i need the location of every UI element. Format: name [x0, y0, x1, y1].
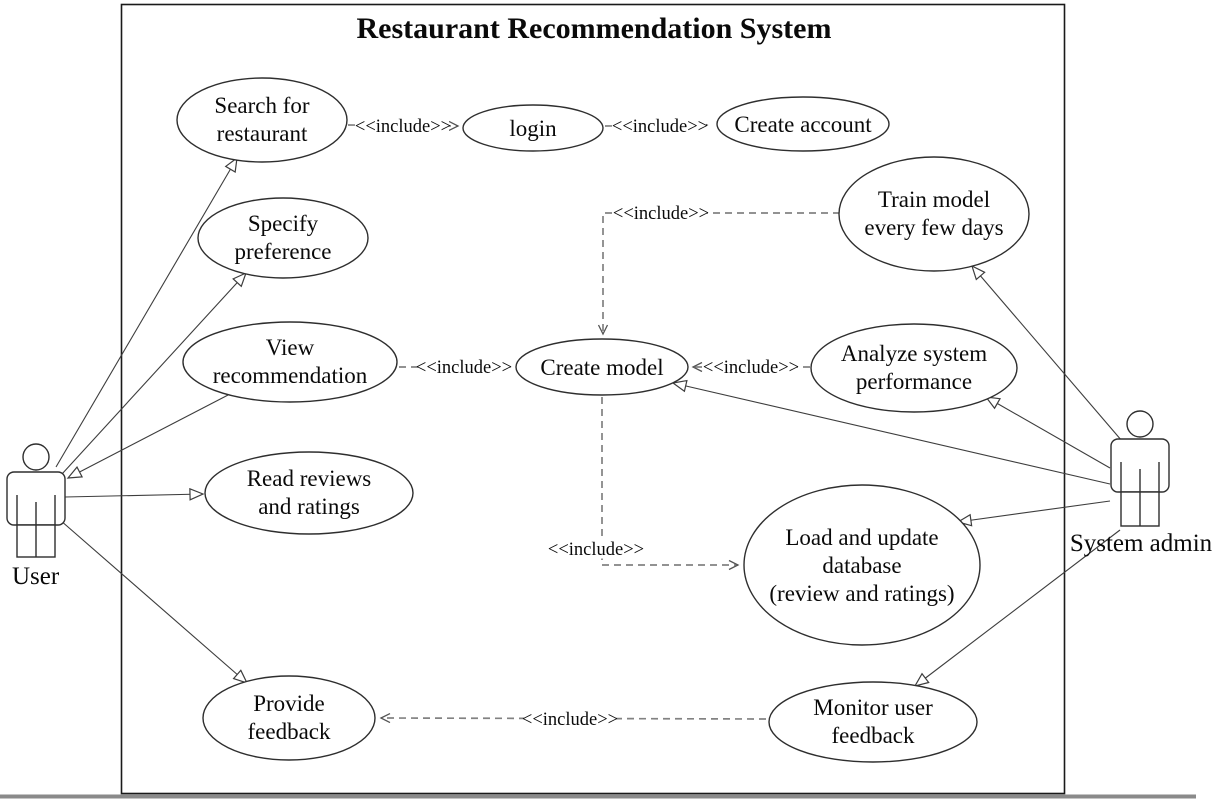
usecase-label: Search for — [214, 93, 309, 118]
usecase-ellipse — [716, 96, 890, 152]
assoc-user-read-reviews — [64, 487, 205, 501]
usecase-ellipse — [743, 484, 981, 646]
usecase-label: Provide — [253, 691, 325, 716]
assoc-user-provide-feedback — [59, 519, 249, 685]
usecase-ellipse — [768, 681, 978, 763]
usecase-ellipse — [202, 675, 376, 761]
diagram-title: Restaurant Recommendation System — [357, 12, 832, 45]
usecase-label: every few days — [864, 215, 1003, 240]
usecase-label: Load and update — [785, 525, 938, 550]
include-label: <<include>> — [416, 358, 512, 378]
usecase-label: Monitor user — [813, 695, 933, 720]
actor-label: User — [12, 563, 60, 590]
actor-user: User — [6, 443, 66, 590]
assoc-admin-analyze-performance — [984, 396, 1111, 469]
usecase-ellipse — [176, 77, 348, 163]
include-label: <<include>> — [613, 204, 709, 224]
assoc-admin-train-model — [970, 264, 1123, 442]
assoc-admin-load-database — [956, 500, 1111, 527]
person-icon — [6, 443, 66, 558]
usecase-specify-preference: Specify preference — [197, 197, 369, 279]
include-label: <<include>> — [522, 710, 618, 730]
usecase-monitor-user-feedback: Monitor user feedback — [768, 681, 978, 763]
assoc-user-search — [55, 156, 238, 468]
usecase-label: feedback — [248, 719, 331, 744]
usecase-label: performance — [856, 369, 972, 394]
usecase-ellipse — [197, 197, 369, 279]
usecase-label: Specify — [248, 211, 319, 236]
usecase-view-recommendation: View recommendation — [182, 321, 398, 403]
usecase-label: Create model — [540, 355, 663, 380]
usecase-ellipse — [810, 323, 1018, 413]
usecase-read-reviews-and-ratings: Read reviews and ratings — [204, 451, 414, 535]
include-label: <<include>> — [703, 358, 799, 378]
person-icon — [1110, 410, 1170, 527]
usecase-label: Read reviews — [247, 466, 372, 491]
usecase-label: and ratings — [258, 494, 360, 519]
usecase-label: login — [509, 116, 557, 141]
include-label: <<include>> — [355, 117, 451, 137]
assoc-admin-monitor-feedback — [913, 529, 1121, 687]
usecase-label: (review and ratings) — [769, 581, 954, 606]
include-create-model-load-database — [601, 397, 740, 571]
assoc-view-recommendation-user — [66, 393, 231, 479]
usecase-ellipse — [182, 321, 398, 403]
usecase-label: Analyze system — [841, 341, 987, 366]
usecase-label: recommendation — [213, 363, 368, 388]
usecase-ellipse — [462, 104, 604, 152]
include-train-model-create-model — [597, 212, 840, 336]
usecase-ellipse — [204, 451, 414, 535]
usecase-label: database — [822, 553, 901, 578]
include-label: <<include>> — [548, 540, 644, 560]
usecase-ellipse — [515, 338, 689, 396]
assoc-admin-create-model — [671, 379, 1111, 485]
usecase-analyze-system-performance: Analyze system performance — [810, 323, 1018, 413]
usecase-label: preference — [234, 239, 331, 264]
usecase-create-model: Create model — [515, 338, 689, 396]
usecase-login: login — [462, 104, 604, 152]
actor-system-admin: System admin — [1070, 410, 1213, 557]
system-boundary — [120, 3, 1066, 795]
usecase-label: View — [266, 335, 315, 360]
usecase-load-and-update-database: Load and update database (review and rat… — [743, 484, 981, 646]
include-label: <<include>> — [612, 117, 708, 137]
usecase-train-model: Train model every few days — [838, 156, 1030, 272]
usecase-search-for-restaurant: Search for restaurant — [176, 77, 348, 163]
usecase-label: feedback — [832, 723, 915, 748]
include-label-group: <<include>> <<include>> <<include>> <<in… — [355, 116, 799, 730]
usecase-label: Train model — [878, 187, 990, 212]
assoc-user-specify-preference — [61, 271, 248, 475]
actor-label: System admin — [1070, 530, 1213, 557]
usecase-label: restaurant — [217, 121, 308, 146]
usecase-provide-feedback: Provide feedback — [202, 675, 376, 761]
usecase-label: Create account — [734, 112, 872, 137]
usecase-ellipse — [838, 156, 1030, 272]
usecase-create-account: Create account — [716, 96, 890, 152]
